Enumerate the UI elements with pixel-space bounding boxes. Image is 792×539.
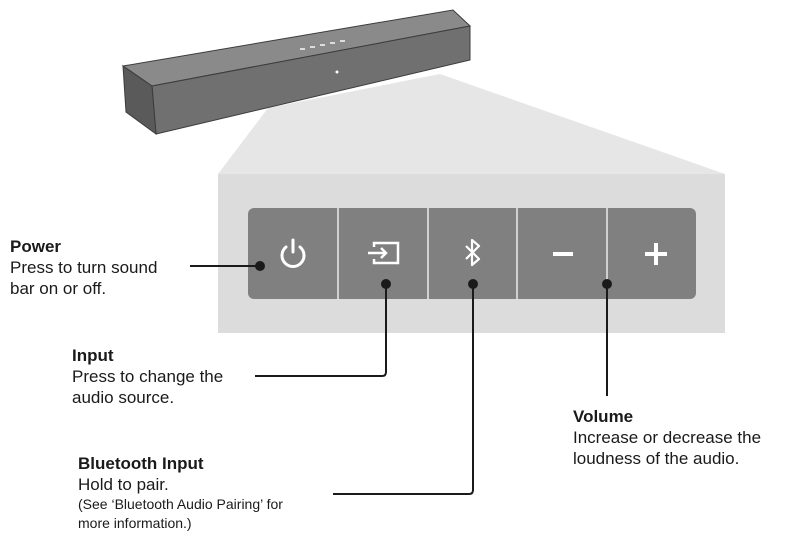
input-callout-title: Input [72,346,114,365]
volume-callout-line: loudness of the audio. [573,449,740,468]
input-callout: Input Press to change the audio source. [72,345,223,408]
power-callout-line: bar on or off. [10,279,107,298]
power-leader-dot [255,261,265,271]
soundbar-led [335,70,339,74]
soundbar-end [122,65,157,136]
power-callout-title: Power [10,237,62,256]
zoom-projection [218,74,725,174]
volume-down-button[interactable] [518,210,606,298]
volume-callout-line: Increase or decrease the [573,428,762,447]
button-dividers [337,208,608,299]
input-leader [255,284,387,377]
power-button[interactable] [249,210,337,298]
bluetooth-leader-dot [468,279,478,289]
power-callout-line: Press to turn sound [10,258,158,277]
input-source-icon [368,241,400,265]
volume-leader-dot [602,279,612,289]
soundbar-button-dots [300,40,345,50]
volume-up-button[interactable] [608,210,696,298]
bluetooth-callout-title: Bluetooth Input [78,454,204,473]
power-icon [280,238,306,268]
power-callout: Power Press to turn sound bar on or off. [10,236,157,299]
bluetooth-leader [333,284,474,495]
bluetooth-callout-note: more information.) [78,515,192,531]
bluetooth-callout-note: (See ‘Bluetooth Audio Pairing’ for [78,496,283,512]
plus-icon [645,243,667,265]
bluetooth-callout: Bluetooth Input Hold to pair. (See ‘Blue… [78,453,283,533]
leader-lines [190,261,612,495]
input-callout-line: Press to change the [72,367,224,386]
input-leader-dot [381,279,391,289]
bluetooth-icon [465,238,481,267]
soundbar-illustration [121,9,472,136]
bluetooth-callout-line: Hold to pair. [78,475,169,494]
bluetooth-button[interactable] [429,210,516,298]
input-callout-line: audio source. [72,388,175,407]
volume-callout-title: Volume [573,407,634,426]
input-button[interactable] [339,210,427,298]
volume-callout: Volume Increase or decrease the loudness… [573,406,761,469]
